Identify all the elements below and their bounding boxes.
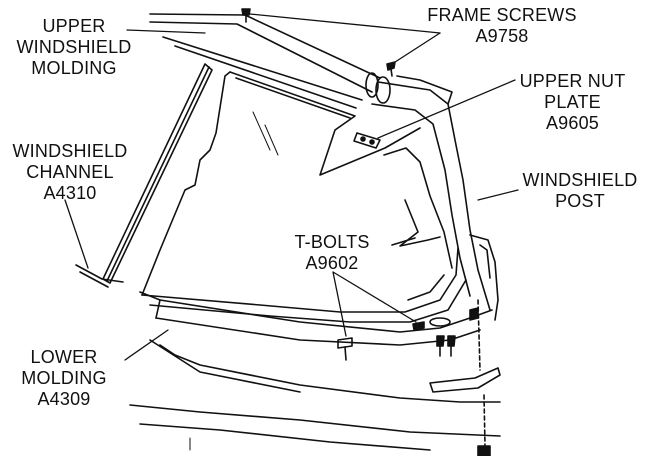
upper-windshield-molding-part — [149, 13, 391, 109]
upper-nut-plate-part — [353, 132, 381, 149]
windshield-post-part — [371, 75, 499, 321]
callout-upper-nut-plate: UPPER NUT PLATE A9605 — [519, 71, 626, 133]
frame-screw-icons — [241, 8, 396, 77]
callout-upper-windshield-molding: UPPER WINDSHIELD MOLDING — [16, 16, 132, 78]
lower-molding-part — [129, 291, 501, 451]
callout-t-bolts: T-BOLTS A9602 — [294, 232, 370, 273]
callout-frame-screws: FRAME SCREWS A9758 — [427, 5, 577, 46]
lower-bracket-part — [429, 299, 501, 456]
windshield-glass-part — [141, 71, 441, 296]
t-bolt-icons — [337, 317, 456, 361]
callout-windshield-post: WINDSHIELD POST — [522, 170, 638, 211]
callout-lower-molding: LOWER MOLDING A4309 — [21, 347, 107, 409]
windshield-channel-part — [75, 63, 213, 288]
callout-windshield-channel: WINDSHIELD CHANNEL A4310 — [12, 141, 128, 203]
leader-lines — [64, 13, 519, 361]
